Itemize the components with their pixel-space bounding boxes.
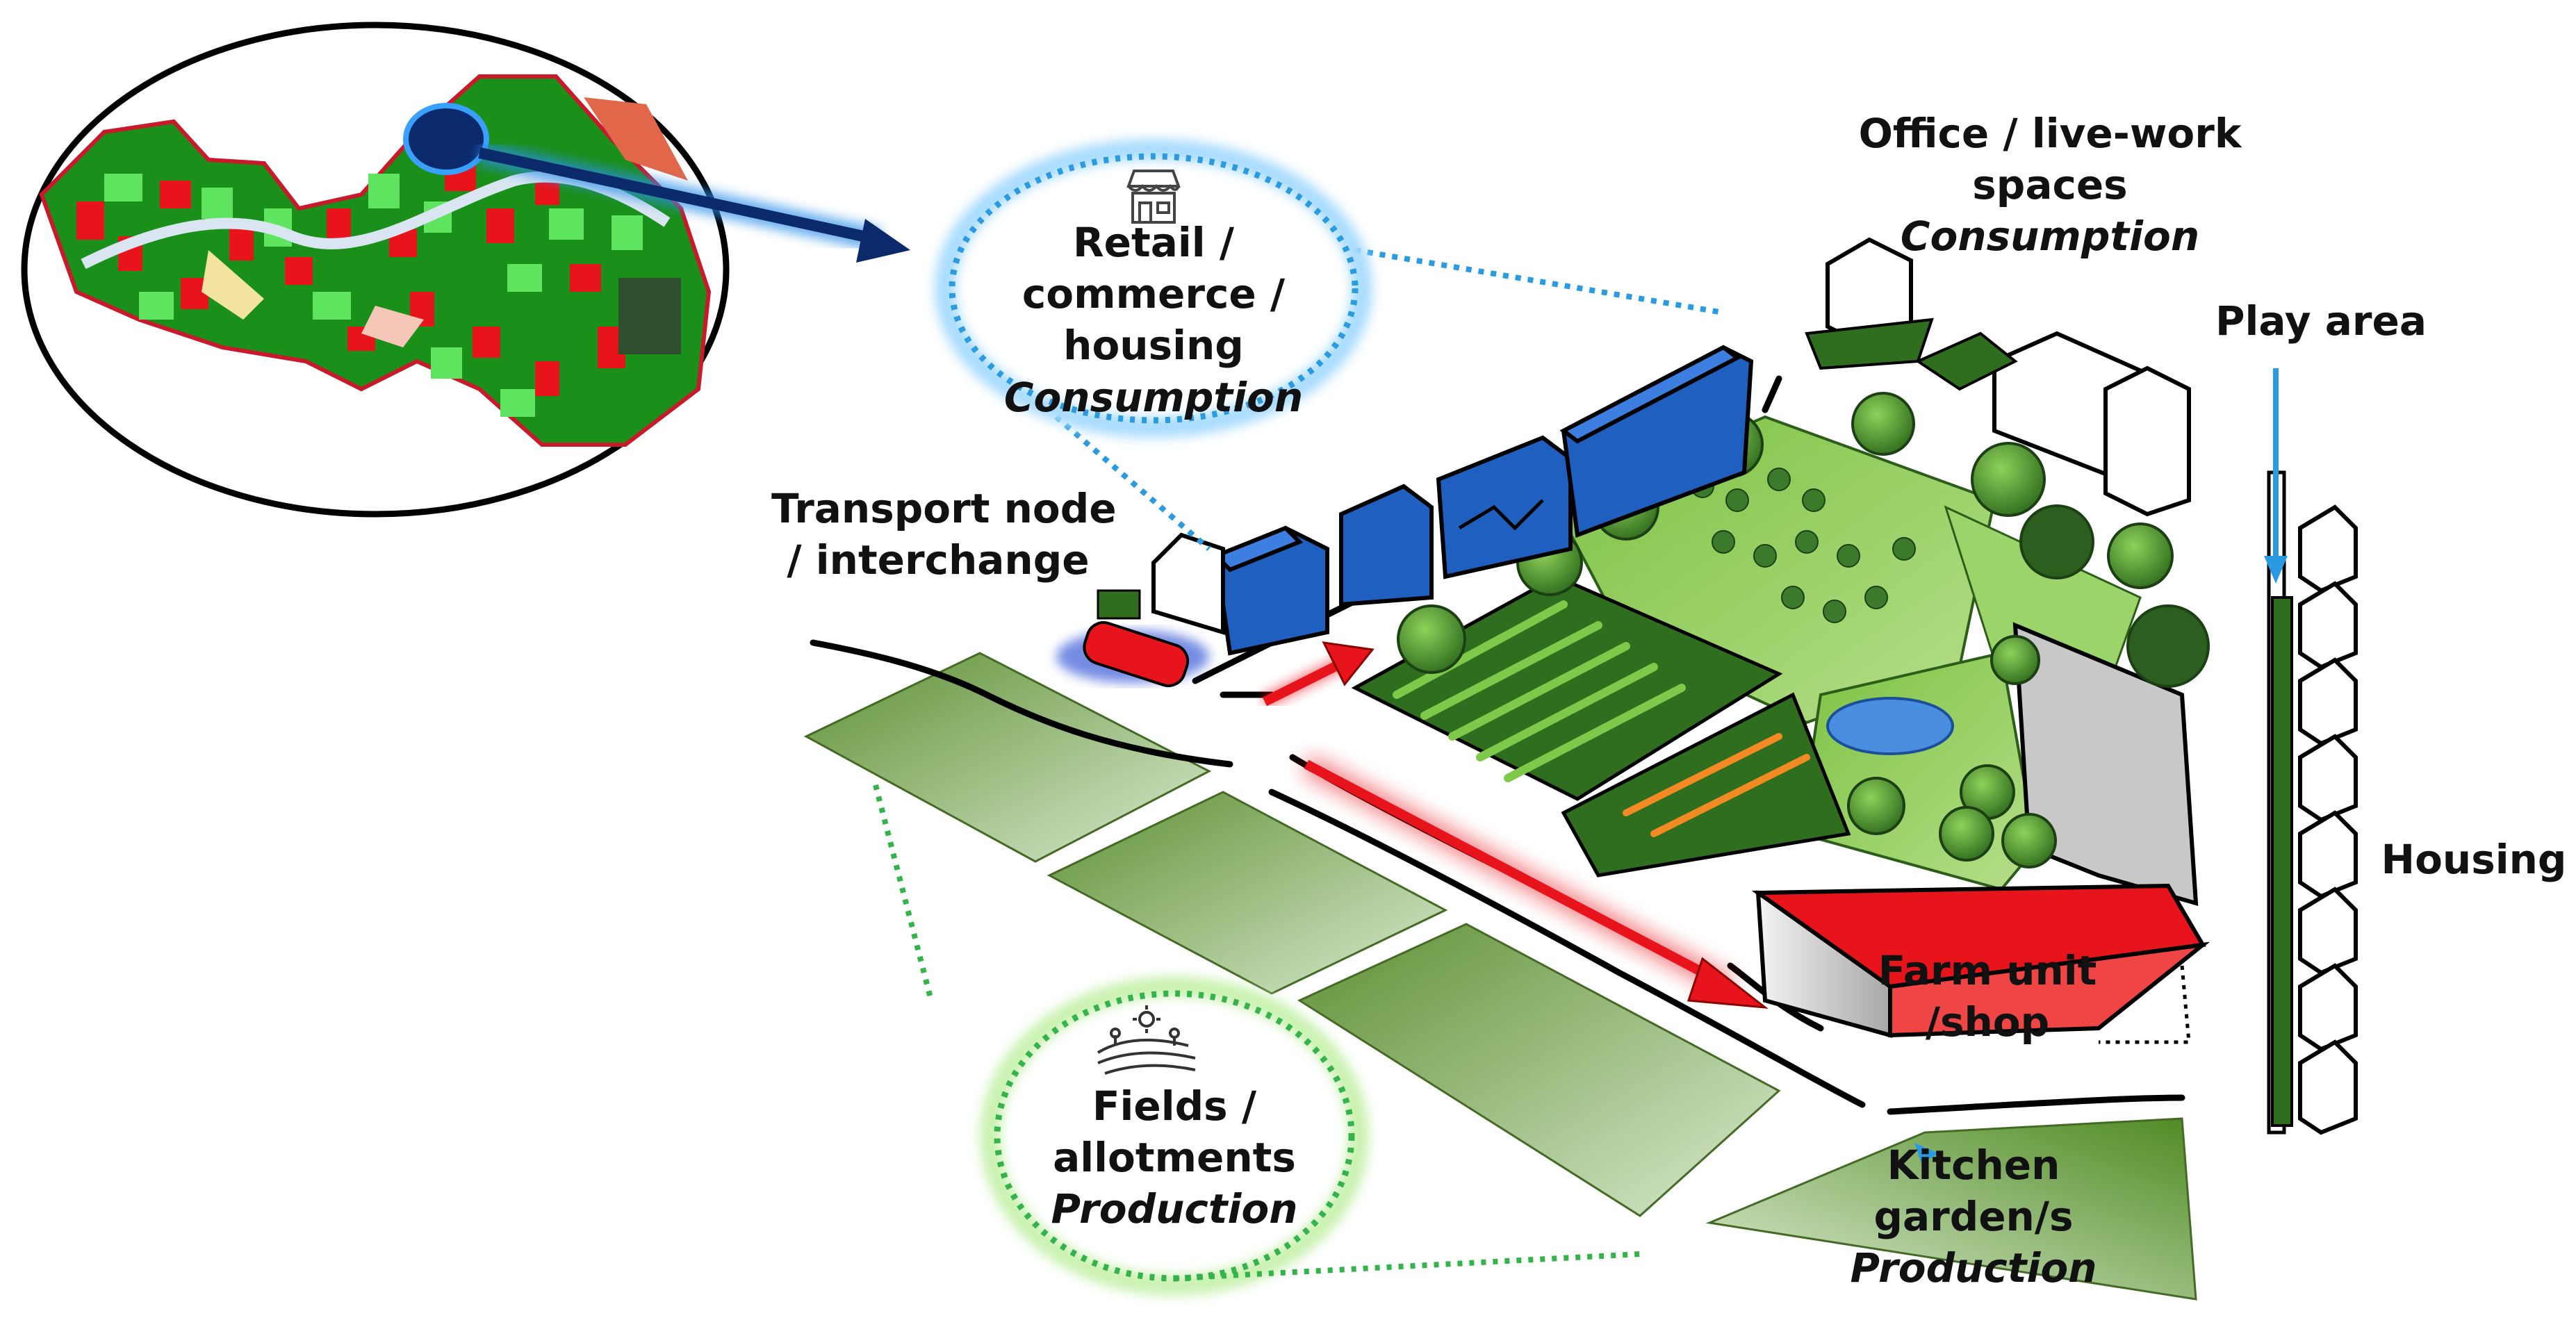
kitchen-line1: Kitchen bbox=[1887, 1141, 2060, 1189]
office-label: Office / live-work spaces Consumption bbox=[1821, 108, 2279, 263]
retail-line1: Retail / bbox=[1073, 219, 1234, 266]
housing-row bbox=[2267, 470, 2358, 1135]
field-plots bbox=[803, 652, 1781, 1217]
housing-label: Housing bbox=[2380, 834, 2568, 885]
kitchen-garden-plot bbox=[1705, 1117, 2197, 1301]
retail-line3: housing bbox=[1063, 322, 1244, 370]
kitchen-label: Kitchen garden/s Production bbox=[1828, 1139, 2119, 1294]
office-buildings bbox=[1805, 237, 2191, 517]
fields-line2: allotments bbox=[1053, 1134, 1296, 1182]
office-role: Consumption bbox=[1900, 213, 2200, 261]
transport-vehicle bbox=[1056, 589, 1209, 688]
zoom-arrow bbox=[477, 141, 910, 263]
retail-label: Retail / commerce / housing Consumption bbox=[1001, 217, 1306, 423]
kitchen-line2: garden/s bbox=[1873, 1193, 2074, 1241]
flow-arrows bbox=[1261, 641, 1769, 1009]
location-pin-icon bbox=[1914, 1143, 1939, 1164]
fields-callout bbox=[873, 784, 1641, 1296]
play-area-text: Play area bbox=[2215, 297, 2427, 345]
farm-line1: Farm unit bbox=[1878, 947, 2097, 994]
transport-line1: Transport node bbox=[771, 485, 1117, 532]
office-line2: spaces bbox=[1972, 161, 2128, 209]
housing-text: Housing bbox=[2381, 836, 2567, 883]
office-line1: Office / live-work bbox=[1858, 110, 2242, 157]
shop-icon bbox=[1126, 170, 1181, 224]
retail-callout bbox=[935, 139, 1372, 438]
site-map-inset bbox=[21, 22, 730, 518]
retail-role: Consumption bbox=[1003, 373, 1304, 421]
fields-role: Production bbox=[1051, 1185, 1298, 1233]
farm-line2: /shop bbox=[1925, 998, 2050, 1046]
kitchen-role: Production bbox=[1850, 1244, 2097, 1292]
retail-buildings bbox=[1151, 345, 1754, 656]
retail-line2: commerce / bbox=[1022, 270, 1286, 318]
transport-line2: / interchange bbox=[787, 536, 1090, 584]
fields-line1: Fields / bbox=[1092, 1082, 1257, 1130]
play-area-arrow bbox=[2264, 368, 2288, 584]
transport-label: Transport node / interchange bbox=[771, 483, 1117, 586]
field-sun-icon bbox=[1097, 1005, 1196, 1075]
fields-label: Fields / allotments Production bbox=[1008, 1080, 1341, 1235]
farm-label: Farm unit /shop bbox=[1848, 945, 2126, 1048]
farm-unit bbox=[1751, 883, 2210, 1044]
retail-callout-lines bbox=[1054, 247, 1724, 552]
play-area-label: Play area bbox=[2203, 295, 2439, 347]
